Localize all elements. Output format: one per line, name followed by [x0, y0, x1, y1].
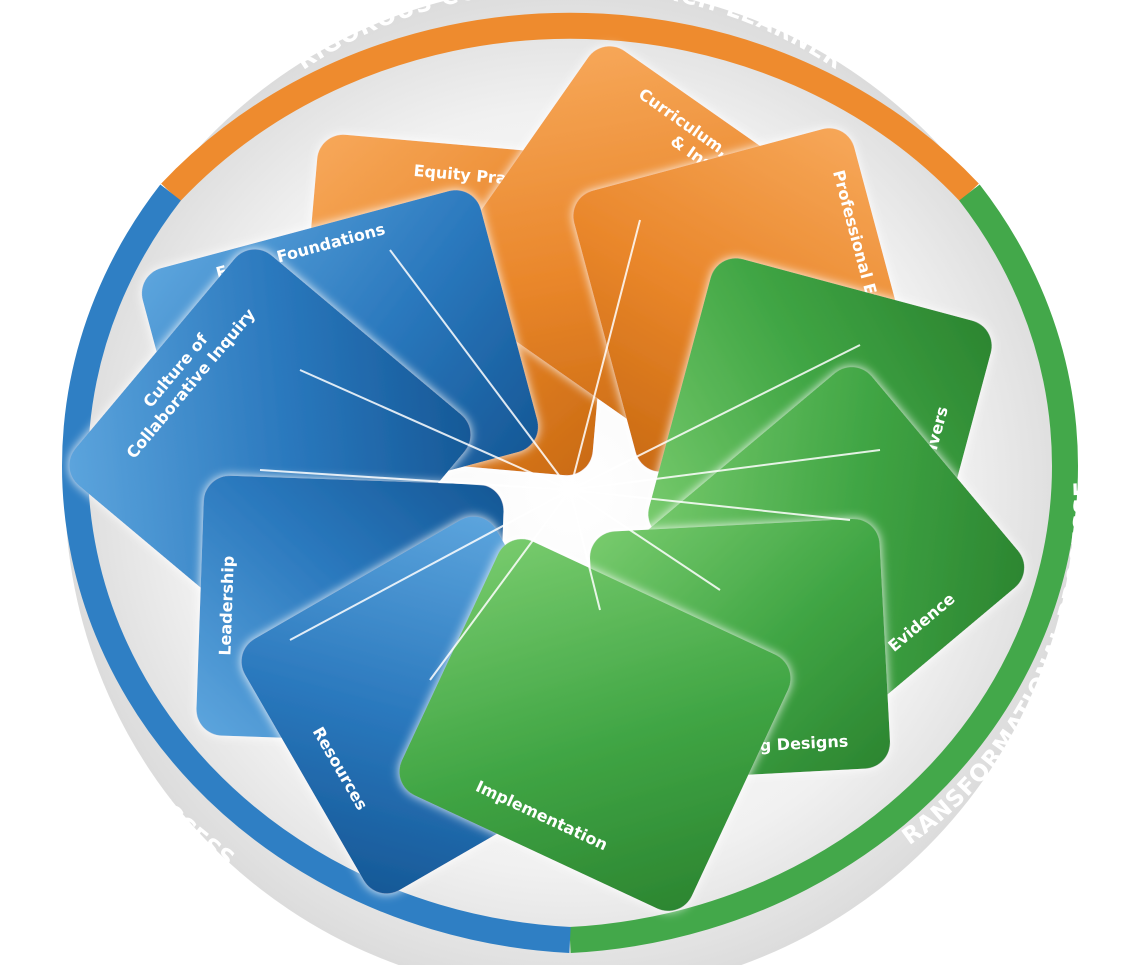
ring-arc-blue — [62, 184, 571, 953]
ring-arc-green — [569, 184, 1078, 953]
center-starburst — [259, 219, 881, 681]
card-implementation: Implementation — [399, 539, 791, 911]
svg-text:Leadership: Leadership — [215, 555, 237, 655]
ring-arc-orange — [161, 12, 979, 202]
